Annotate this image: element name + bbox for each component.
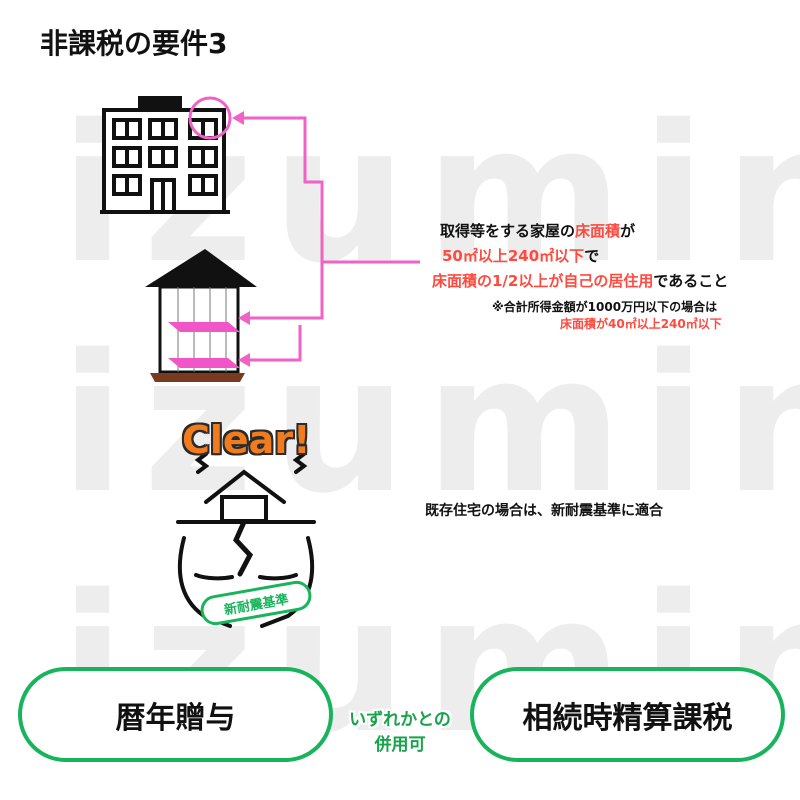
clear-label: Clear! (182, 418, 311, 462)
requirement-line-1: 取得等をする家屋の床面積が (440, 222, 636, 240)
income-note-line-1: ※合計所得金額が1000万円以下の場合は (492, 300, 718, 314)
requirement-line-3: 床面積の1/2以上が自己の居住用であること (432, 272, 729, 290)
income-note-line-2: 床面積が40㎡以上240㎡以下 (560, 317, 722, 331)
house-section-icon (145, 249, 257, 382)
page-title: 非課税の要件3 (40, 27, 228, 60)
bubble-annual-gift: 暦年贈与 (18, 667, 333, 762)
quake-requirement-text: 既存住宅の場合は、新耐震基準に適合 (425, 503, 663, 519)
bubble-settlement-taxation: 相続時精算課税 (470, 667, 785, 762)
requirement-line-2: 50㎡以上240㎡以下で (442, 247, 600, 265)
combination-note: いずれかとの 併用可 (349, 710, 451, 755)
unit-highlight-circle (188, 96, 232, 140)
apartment-icon (100, 96, 230, 214)
pointer-arrows (238, 116, 420, 362)
